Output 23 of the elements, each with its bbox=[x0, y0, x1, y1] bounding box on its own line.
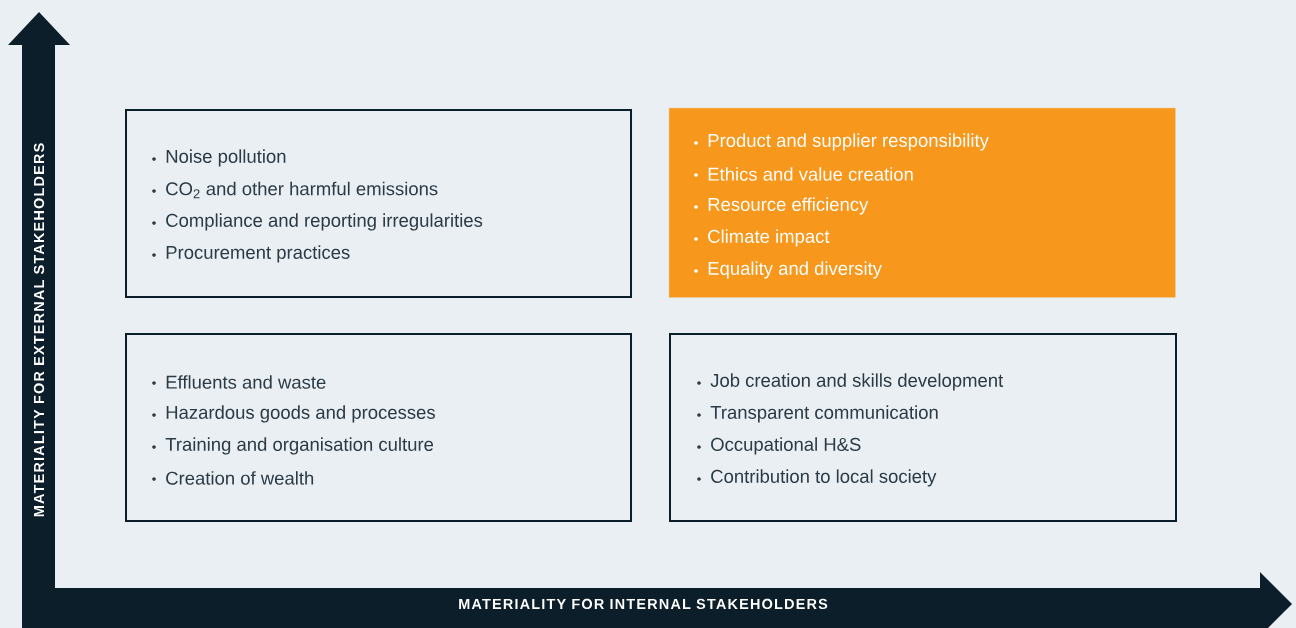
text-box bbox=[125, 333, 632, 522]
bullet-item: Ethics and value creation bbox=[694, 167, 913, 181]
bullet-item: Equality and diversity bbox=[694, 261, 882, 279]
bullet-item: Noise pollution bbox=[152, 149, 286, 167]
bullet-item: Hazardous goods and processes bbox=[152, 405, 435, 423]
bullet-item: Resource efficiency bbox=[694, 197, 869, 215]
bullet-item: Transparent communication bbox=[697, 405, 938, 423]
bullet-item: Job creation and skills development bbox=[697, 373, 1004, 391]
bullet-item: CO$_{2}$ and other harmful emissions bbox=[152, 181, 438, 199]
bullet-item: Procurement practices bbox=[152, 245, 350, 263]
text-box bbox=[669, 333, 1177, 522]
axis-label: MATERIALITY FOR EXTERNAL STAKEHOLDERS bbox=[33, 143, 45, 517]
bullet-item: Climate impact bbox=[694, 229, 830, 247]
bullet-item: Product and supplier responsibility bbox=[694, 133, 989, 151]
bullet-item: Occupational H&S bbox=[697, 437, 861, 455]
bullet-item: Effluents and waste bbox=[152, 375, 326, 389]
text-box bbox=[125, 109, 632, 298]
bullet-item: Contribution to local society bbox=[697, 469, 937, 487]
axis-label: MATERIALITY FOR INTERNAL STAKEHOLDERS bbox=[459, 598, 828, 610]
bullet-item: Compliance and reporting irregularities bbox=[152, 213, 483, 231]
bullet-item: Training and organisation culture bbox=[152, 437, 434, 455]
bullet-item: Creation of wealth bbox=[152, 471, 314, 485]
text-box bbox=[669, 108, 1176, 298]
